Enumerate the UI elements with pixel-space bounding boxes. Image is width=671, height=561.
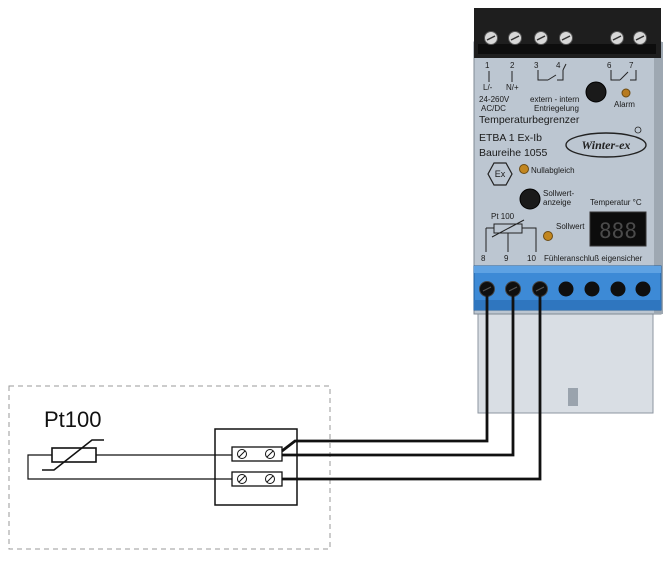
supply-label-l: L/-: [483, 83, 493, 92]
sensor-wires: [27, 454, 232, 480]
terminal-number-9: 9: [504, 254, 509, 263]
pt100-title: Pt100: [44, 407, 102, 432]
model-line: ETBA 1 Ex-Ib: [479, 132, 542, 144]
series-line: Baureihe 1055: [479, 147, 547, 159]
rail-clip-slot: [568, 388, 578, 406]
terminal-number-7: 7: [629, 61, 634, 70]
voltage-type: AC/DC: [481, 104, 506, 113]
brand-logo: Winter-ex: [565, 126, 647, 158]
zero-adjust-trimmer[interactable]: [519, 164, 529, 174]
pt100-schematic-symbol: [485, 219, 537, 252]
bottom-connector: [473, 265, 662, 311]
temperature-label: Temperatur °C: [590, 198, 642, 207]
field-enclosure: [8, 385, 331, 550]
unlock-button[interactable]: [585, 81, 607, 103]
setpoint-label: Sollwert: [556, 222, 585, 231]
connector-hole: [635, 281, 651, 297]
temperature-display: [589, 211, 647, 247]
connector-hole: [584, 281, 600, 297]
connector-hole: [558, 281, 574, 297]
ex-hexagon-icon: Ex: [487, 162, 513, 186]
temperature-limiter-device: 1 2 3 4 6 7 L/- N/+ 24-260V AC/DC extern…: [473, 8, 663, 414]
alarm-contact-symbol: [610, 70, 637, 81]
sensor-schematic-label: Pt 100: [491, 212, 515, 221]
supply-label-n: N/+: [506, 83, 519, 92]
setpoint-display-button[interactable]: [519, 188, 541, 210]
junction-box: [214, 428, 298, 506]
terminal-number-1: 1: [485, 61, 490, 70]
unlock-sublabel: Entriegelung: [534, 104, 579, 113]
terminal-number-2: 2: [510, 61, 515, 70]
unlock-label: extern - intern: [530, 95, 579, 104]
terminal-number-6: 6: [607, 61, 612, 70]
terminal-number-8: 8: [481, 254, 486, 263]
zero-adjust-label: Nullabgleich: [531, 166, 575, 175]
product-title: Temperaturbegrenzer: [479, 114, 580, 126]
alarm-led: [621, 88, 631, 98]
setpoint-display-label: Sollwert-: [543, 189, 574, 198]
setpoint-display-sublabel: anzeige: [543, 198, 572, 207]
connector-hole: [610, 281, 626, 297]
display-readout: 888: [599, 219, 637, 243]
terminal-number-3: 3: [534, 61, 539, 70]
top-terminal-screws: [484, 31, 647, 45]
housing-side: [654, 42, 663, 314]
top-terminal-strip: [478, 44, 656, 54]
terminal-strip-upper: [231, 446, 283, 462]
intrinsic-safe-label: Fühleranschluß eigensicher: [544, 254, 643, 263]
terminal-number-4: 4: [556, 61, 561, 70]
alarm-label: Alarm: [614, 100, 635, 109]
signal-cables: [281, 296, 542, 481]
svg-text:Ex: Ex: [495, 169, 506, 179]
terminal-number-10: 10: [527, 254, 536, 263]
unlock-switch-symbol: [537, 63, 567, 81]
rail-clip-body: [477, 307, 654, 414]
terminal-strip-lower: [231, 471, 283, 487]
voltage-range: 24-260V: [479, 95, 510, 104]
brand-name: Winter-ex: [582, 138, 631, 152]
setpoint-trimmer[interactable]: [543, 231, 553, 241]
